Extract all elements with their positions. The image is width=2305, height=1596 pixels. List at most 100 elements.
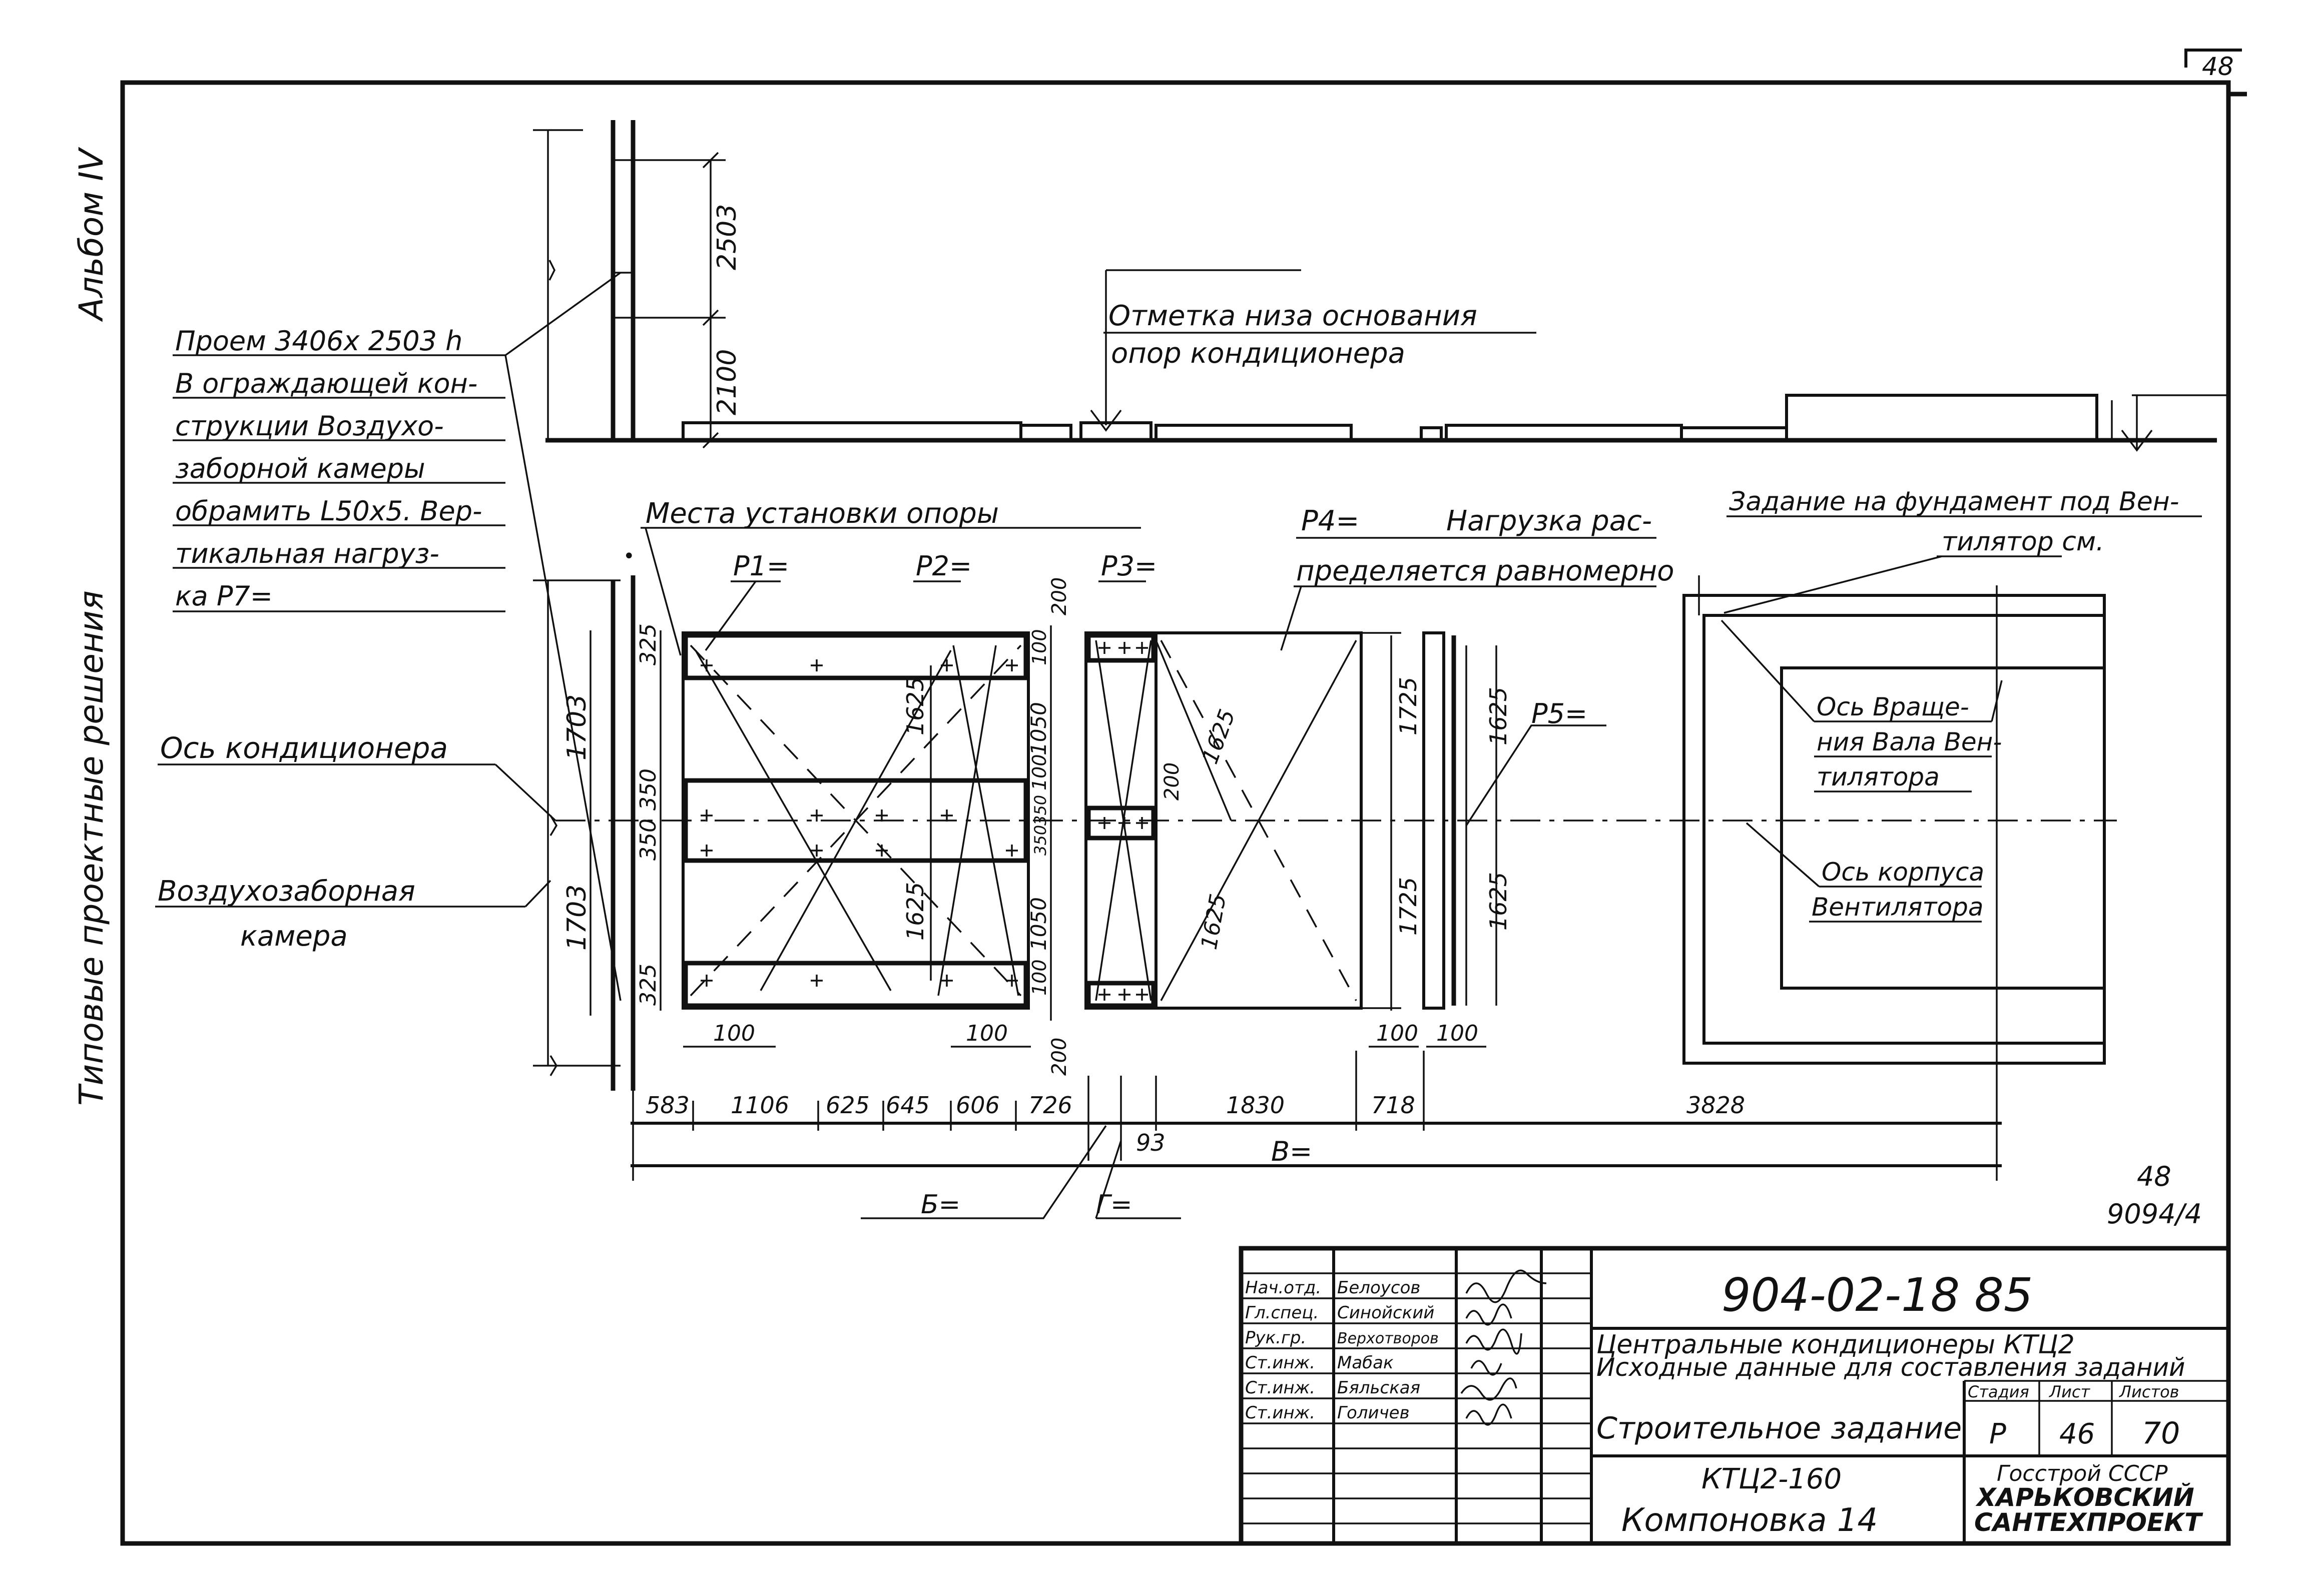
bottom-small-dims: 100 100 100 100 <box>683 1021 1486 1048</box>
title-block: Нач.отд. Белоусов Гл.спец. Синойский Рук… <box>1239 1246 2231 1546</box>
chain-718: 718 <box>1371 1092 1415 1119</box>
fan-foundation-line1: Задание на фундамент под Вен- <box>1729 487 2179 517</box>
base-mark-line1: Отметка низа основания <box>1108 300 1477 332</box>
fan-shaft-axis-line2: ния Вала Вен- <box>1817 727 2002 756</box>
bdim-100-d: 100 <box>1436 1021 1478 1046</box>
dim-1725-a: 1725 <box>1395 677 1422 735</box>
fan-casing-axis-line1: Ось корпуса <box>1822 858 1984 887</box>
sig-name-3: Верхотворов <box>1337 1330 1439 1347</box>
sig-name-5: Бяльская <box>1337 1378 1420 1398</box>
conditioner-axis-label: Ось кондиционера <box>160 731 448 765</box>
dim-1625-f: 1625 <box>1485 872 1512 931</box>
dim-200-a: 200 <box>1048 577 1071 615</box>
dim-total: В= <box>1271 1136 1312 1167</box>
base-mark-line2: опор кондиционера <box>1111 337 1405 370</box>
drawing-name-line2: Компоновка 14 <box>1621 1502 1878 1539</box>
opening-note-line6: тикальная нагруз- <box>175 538 439 569</box>
dim-200-c: 200 <box>1048 1038 1071 1076</box>
chain-645: 645 <box>886 1092 930 1119</box>
p4-note-line2: пределяется равномерно <box>1296 555 1674 587</box>
dim-1703-bottom: 1703 <box>562 885 592 951</box>
side-series-label: Типовые проектные решения <box>72 590 111 1106</box>
dim-b-label: Б= <box>921 1190 960 1220</box>
chain-1830: 1830 <box>1226 1092 1285 1119</box>
drawing-frame <box>120 80 2231 1546</box>
dim-2503: 2503 <box>712 204 742 270</box>
dim-g-label: Г= <box>1096 1190 1132 1220</box>
plan-view: • 1703 1703 325 350 350 325 1625 1625 <box>533 545 2117 1091</box>
sheets-value: 70 <box>2142 1416 2180 1451</box>
dim-2100: 2100 <box>712 349 742 415</box>
dim-1625-e: 1625 <box>1485 687 1512 745</box>
dim-1050-b: 1050 <box>1026 897 1051 951</box>
org-line3: САНТЕХПРОЕКТ <box>1974 1508 2203 1537</box>
dim-1050-a: 1050 <box>1026 702 1051 755</box>
dim-1625-b: 1625 <box>902 882 929 941</box>
elevation-view: 2503 2100 <box>533 120 2227 452</box>
chain-3828: 3828 <box>1686 1092 1745 1119</box>
sig-role-4: Ст.инж. <box>1245 1353 1315 1373</box>
dim-1625-c: 1625 <box>1197 706 1240 767</box>
opening-note-line4: заборной камеры <box>175 453 425 484</box>
sig-role-2: Гл.спец. <box>1245 1303 1319 1323</box>
load-p1: P1= <box>733 550 789 582</box>
sig-name-2: Синойский <box>1337 1303 1434 1323</box>
chain-606: 606 <box>956 1092 1000 1119</box>
fan-foundation-line2: тилятор см. <box>1942 527 2104 557</box>
dim-1625-d: 1625 <box>1197 892 1232 952</box>
load-p5: P5= <box>1531 698 1587 729</box>
corner-number-box: 48 <box>2184 49 2242 81</box>
sheet-header: Лист <box>2049 1382 2090 1401</box>
p4-note-line1: Нагрузка рас- <box>1446 505 1652 537</box>
opening-note-line7: ка P7= <box>175 580 273 612</box>
load-p3: P3= <box>1101 550 1157 582</box>
base-mark-note: Отметка низа основания опор кондиционера <box>1090 269 1536 432</box>
opening-note-line5: обрамить L50x5. Вер- <box>175 495 482 527</box>
opening-note-line1: Проем 3406x 2503 h <box>175 325 462 357</box>
opening-note: Проем 3406x 2503 h В ограждающей кон- ст… <box>173 272 622 1001</box>
sheets-header: Листов <box>2119 1382 2179 1401</box>
dim-325-top: 325 <box>636 623 661 665</box>
bdim-100-b: 100 <box>966 1021 1008 1046</box>
sig-name-4: Мабак <box>1337 1353 1394 1373</box>
sheet-name: Строительное задание <box>1596 1411 1962 1446</box>
dimension-chain: 583 1106 625 645 606 726 1830 718 3828 9… <box>631 585 2002 1220</box>
fan-casing-axis-line2: Вентилятора <box>1812 893 1984 922</box>
title-line-1: Центральные кондиционеры КТЦ2 <box>1596 1330 2075 1360</box>
sig-name-6: Голичев <box>1337 1403 1410 1423</box>
p4-label: P4= <box>1301 505 1359 537</box>
side-album-label: Альбом IV <box>72 147 111 322</box>
handwritten-signatures <box>1460 1269 1547 1426</box>
dim-1725-b: 1725 <box>1395 877 1422 936</box>
support-places-label: Места установки опоры <box>646 497 999 530</box>
dim-100-c: 100 <box>1028 959 1050 996</box>
dim-325-bottom: 325 <box>636 964 661 1006</box>
dim-100-b: 100 <box>1028 754 1050 790</box>
page-mark-bottom: 9094/4 <box>2107 1198 2202 1230</box>
drawing-name-line1: КТЦ2-160 <box>1701 1463 1842 1495</box>
intake-chamber-line1: Воздухозаборная <box>158 875 415 908</box>
sig-role-3: Рук.гр. <box>1245 1328 1306 1348</box>
sig-name-1: Белоусов <box>1337 1278 1420 1298</box>
dim-350-d: 350 <box>1031 825 1050 856</box>
dim-1703-top: 1703 <box>562 694 592 760</box>
dim-1625-a: 1625 <box>902 677 929 735</box>
sig-role-1: Нач.отд. <box>1245 1278 1321 1298</box>
opening-note-line2: В ограждающей кон- <box>175 368 477 399</box>
chain-726: 726 <box>1028 1092 1072 1119</box>
corner-number: 48 <box>2202 52 2234 81</box>
chain-625: 625 <box>826 1092 870 1119</box>
drawing-code: 904-02-18 85 <box>1721 1268 2033 1322</box>
sig-role-6: Ст.инж. <box>1245 1403 1315 1423</box>
plan-labels: Места установки опоры P1= P2= P3= P4= На… <box>155 487 2202 953</box>
dim-100-a: 100 <box>1028 629 1050 665</box>
stage-value: Р <box>1989 1418 2006 1450</box>
title-line-2: Исходные данные для составления заданий <box>1596 1353 2185 1382</box>
load-p2: P2= <box>916 550 972 582</box>
dim-93: 93 <box>1136 1129 1166 1156</box>
fan-shaft-axis-line1: Ось Враще- <box>1817 692 1969 721</box>
chain-583: 583 <box>646 1092 690 1119</box>
stage-header: Стадия <box>1968 1382 2029 1401</box>
page-mark-top: 48 <box>2137 1161 2171 1192</box>
